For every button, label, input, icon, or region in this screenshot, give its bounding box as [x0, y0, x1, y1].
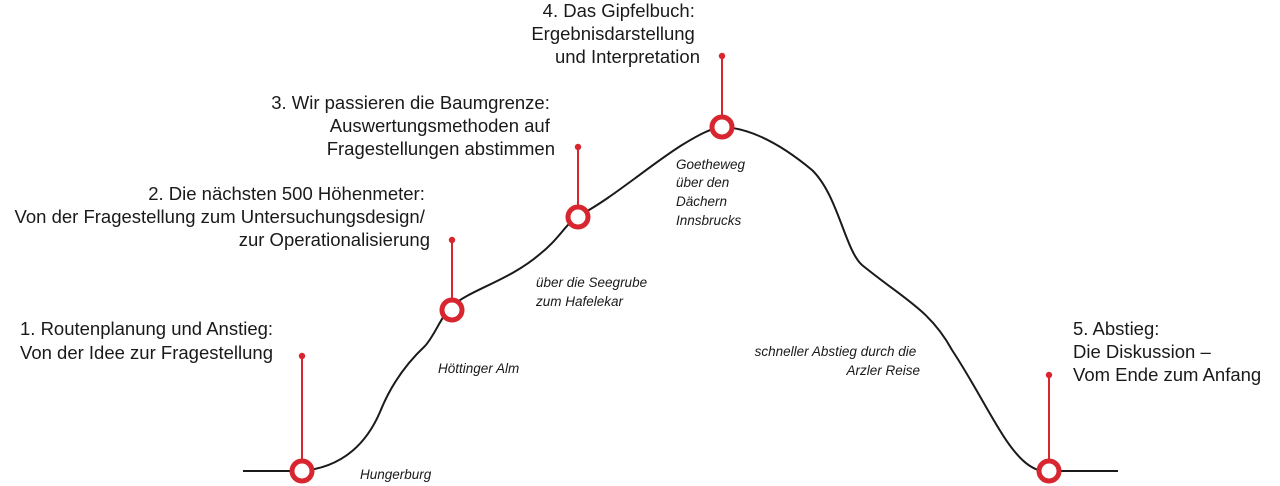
- waypoint-ring-4: [709, 114, 735, 140]
- mountain-profile-line: [243, 125, 1118, 472]
- pin-4: [709, 52, 735, 140]
- step-2-label: 2. Die nächsten 500 Höhenmeter: Von der …: [15, 183, 430, 250]
- waypoint-ring-3: [565, 204, 591, 230]
- place-seegrube: über die Seegrube zum Hafelekar: [535, 275, 651, 309]
- step-4-label: 4. Das Gipfelbuch: Ergebnisdarstellung u…: [531, 0, 700, 67]
- step-5-label: 5. Abstieg: Die Diskussion – Vom Ende zu…: [1073, 318, 1261, 385]
- pin-2: [439, 236, 465, 323]
- place-arzler-reise: schneller Abstieg durch die Arzler Reise: [755, 344, 920, 378]
- pin-3: [565, 143, 591, 230]
- place-hoettinger-alm: Höttinger Alm: [438, 361, 519, 376]
- pin-5: [1036, 371, 1062, 484]
- waypoint-ring-5: [1036, 458, 1062, 484]
- waypoint-ring-1: [289, 458, 315, 484]
- waypoint-ring-2: [439, 297, 465, 323]
- step-1-label: 1. Routenplanung und Anstieg: Von der Id…: [20, 318, 278, 363]
- place-goetheweg: Goetheweg über den Dächern Innsbrucks: [676, 157, 749, 228]
- place-hungerburg: Hungerburg: [360, 467, 432, 482]
- pin-1: [289, 352, 315, 484]
- step-3-label: 3. Wir passieren die Baumgrenze: Auswert…: [271, 92, 555, 159]
